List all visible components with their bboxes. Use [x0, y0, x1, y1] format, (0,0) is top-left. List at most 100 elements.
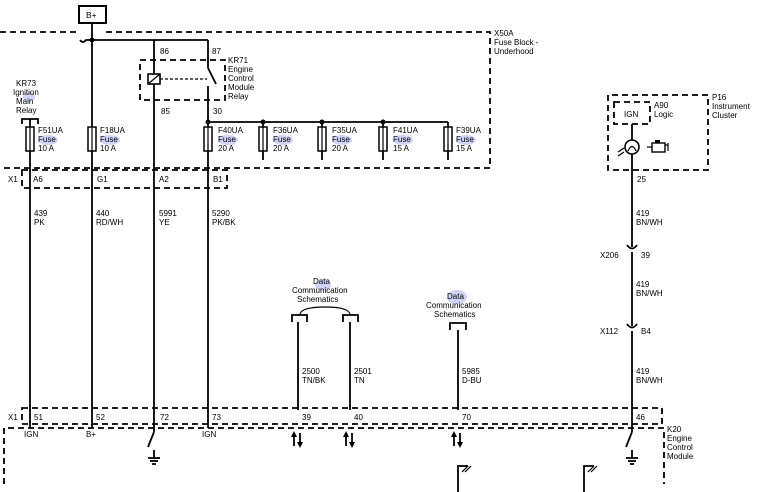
fuse-f35ua-id: F35UA — [332, 126, 358, 135]
kr71-name-2: Control — [228, 74, 254, 83]
instrument-cluster-outline — [607, 94, 709, 171]
fuse-f40ua-id: F40UA — [218, 126, 244, 135]
pin-70-data-arrows-icon — [451, 431, 463, 448]
pin-46-switch-ground-icon — [625, 410, 638, 465]
kr73-highlight — [23, 92, 35, 102]
fuse-block-title-1: Fuse Block - — [494, 38, 539, 47]
data-comm-2-line-1: Data — [447, 292, 464, 301]
wire-5290-color: PK/BK — [212, 218, 236, 227]
x1-top-pin-b1: B1 — [213, 175, 223, 184]
kr73-name-1: Ignition — [13, 88, 39, 97]
wire-419-color-1: BN/WH — [636, 218, 663, 227]
fuse-f18ua-rating: 10 A — [100, 144, 117, 153]
fuse-block-id: X50A — [494, 29, 514, 38]
a90-name: Logic — [654, 110, 673, 119]
check-engine-icon — [647, 140, 669, 153]
wire-5991-num: 5991 — [159, 209, 177, 218]
instrument-cluster-name-2: Cluster — [712, 111, 738, 120]
x112-label: X112 — [600, 327, 619, 336]
ecm-id: K20 — [667, 425, 682, 434]
x1-bottom-pin-52: 52 — [96, 413, 105, 422]
pin-72-switch-ground-icon — [147, 410, 160, 465]
fuse-f51ua-rating: 10 A — [38, 144, 55, 153]
x1-bottom-pin-46: 46 — [636, 413, 645, 422]
wire-5985-num: 5985 — [462, 367, 480, 376]
battery-source-label: B+ — [86, 10, 97, 20]
fuse-f18ua-type: Fuse — [100, 135, 118, 144]
pin-39-data-arrows-icon — [291, 431, 303, 448]
fuse-f40ua-rating: 20 A — [218, 144, 235, 153]
x1-top-label: X1 — [8, 175, 18, 184]
relay-coil-diag — [147, 73, 161, 85]
kr71-relay-outline — [139, 59, 226, 101]
fuse-f41ua-rating: 15 A — [393, 144, 410, 153]
fuse-f36ua-type: Fuse — [273, 135, 291, 144]
fuse-f40ua: F40UA Fuse 20 A — [203, 126, 244, 153]
fuse-f18ua: F18UA Fuse 10 A — [87, 126, 126, 153]
lamp-arrow-2 — [617, 151, 625, 157]
kr71-pin-87: 87 — [212, 47, 221, 56]
x112-inline-connector — [626, 323, 638, 329]
data-comm-1-highlight — [315, 279, 331, 291]
fuse-f39ua-id: F39UA — [456, 126, 482, 135]
wire-439-num: 439 — [34, 209, 48, 218]
x1-bottom-pin-39: 39 — [302, 413, 311, 422]
kr71-name-1: Engine — [228, 65, 253, 74]
wire-419-color-3: BN/WH — [636, 376, 663, 385]
kr73-name-2: Main — [16, 97, 33, 106]
instrument-cluster-name-1: Instrument — [712, 102, 751, 111]
fuse-f35ua-rating: 20 A — [332, 144, 349, 153]
ecm-input-ign-2: IGN — [202, 430, 216, 439]
wire-440-color: RD/WH — [96, 218, 123, 227]
wire-2501-color: TN — [354, 376, 365, 385]
fuse-f39ua-type: Fuse — [456, 135, 474, 144]
ecm-name-2: Control — [667, 443, 693, 452]
ecm-outline — [3, 427, 665, 484]
wire-419-num-3: 419 — [636, 367, 650, 376]
wire-5985-color: D-BU — [462, 376, 482, 385]
instrument-cluster-id: P16 — [712, 93, 727, 102]
fuse-bus-junction-1 — [205, 119, 211, 125]
fuse-f36ua: F36UA Fuse 20 A — [258, 122, 299, 160]
ecm-name-3: Module — [667, 452, 694, 461]
x1-top-pin-g1: G1 — [97, 175, 108, 184]
ecm-name-1: Engine — [667, 434, 692, 443]
x1-top-pin-a2: A2 — [159, 175, 169, 184]
wire-2500-num: 2500 — [302, 367, 320, 376]
data-comm-1-bracket-link — [299, 306, 351, 316]
a90-ign-label: IGN — [624, 110, 638, 119]
kr71-id: KR71 — [228, 56, 249, 65]
x1-bottom-pin-40: 40 — [354, 413, 363, 422]
ecm-input-ign-1: IGN — [24, 430, 38, 439]
data-comm-2-line-2: Communication — [426, 301, 482, 310]
x1-bottom-pin-72: 72 — [160, 413, 169, 422]
x112-pin: B4 — [641, 327, 651, 336]
ecm-chassis-ground-icon-1 — [457, 465, 472, 492]
fuse-f41ua: F41UA Fuse 15 A — [378, 122, 419, 160]
kr73-contact-symbol — [21, 118, 39, 127]
kr71-pin-30: 30 — [213, 107, 222, 116]
x1-bottom-label: X1 — [8, 413, 18, 422]
ecm-chassis-ground-icon-2 — [583, 465, 598, 492]
data-comm-2-line-3: Schematics — [434, 310, 475, 319]
x1-top-connector — [21, 169, 228, 189]
kr71-name-3: Module — [228, 83, 255, 92]
fuse-f40ua-type: Fuse — [218, 135, 236, 144]
fuse-f41ua-id: F41UA — [393, 126, 419, 135]
wire-439-color: PK — [34, 218, 45, 227]
data-comm-2-highlight — [447, 290, 467, 304]
x1-bottom-pin-73: 73 — [212, 413, 221, 422]
relay-switch-contact — [207, 67, 217, 85]
ecm-input-b-plus: B+ — [86, 430, 96, 439]
wire-419-color-2: BN/WH — [636, 289, 663, 298]
data-comm-1-brackets — [291, 314, 359, 322]
pin-40-data-arrows-icon — [343, 431, 355, 448]
fuse-f51ua-type: Fuse — [38, 135, 56, 144]
lamp-arrow-1 — [617, 147, 625, 153]
wire-440-num: 440 — [96, 209, 110, 218]
fuse-f39ua: F39UA Fuse 15 A — [443, 122, 482, 160]
x1-top-pin-a6: A6 — [33, 175, 43, 184]
kr71-pin-85: 85 — [161, 107, 170, 116]
wire-419-num-1: 419 — [636, 209, 650, 218]
fuse-f51ua: F51UA Fuse 10 A — [25, 126, 64, 153]
